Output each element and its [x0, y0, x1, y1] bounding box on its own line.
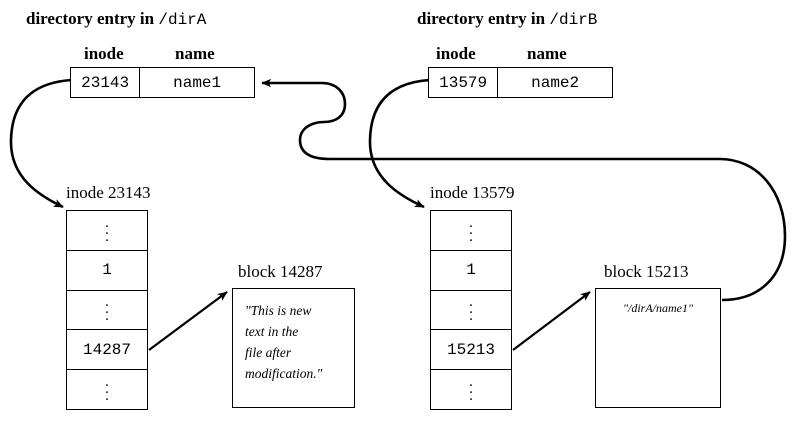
column-header-inode-left: inode [84, 44, 124, 63]
column-header-name-right: name [527, 44, 567, 63]
inode-table-23143: ... 1 ... 14287 ... [66, 210, 148, 410]
column-header-inode-right: inode [436, 44, 476, 63]
column-header-name-left: name [175, 44, 215, 63]
block-14287-label: block 14287 [238, 262, 323, 281]
dir-entry-dirB-inode: 13579 [429, 68, 499, 97]
arrow-dirA-to-inode23143 [9, 78, 73, 209]
vertical-ellipsis-icon: ... [469, 214, 473, 245]
vertical-ellipsis-icon: ... [469, 294, 473, 325]
inode-13579-row-0: ... [431, 211, 511, 251]
dir-entry-dirB: 13579 name2 [428, 67, 613, 98]
data-block-15213: "/dirA/name1" [595, 288, 721, 408]
inode-table-13579: ... 1 ... 15213 ... [430, 210, 512, 410]
title-dirA-path: /dirA [158, 11, 207, 29]
inode-13579-row-4: ... [431, 370, 511, 409]
block-15213-line-0: "/dirA/name1" [622, 301, 694, 315]
block-14287-line-3: modification." [245, 366, 323, 381]
arrow-inode13579-to-block15213 [512, 291, 591, 351]
data-block-14287: "This is new text in the file after modi… [232, 288, 355, 408]
inode-23143-row-0: ... [67, 211, 147, 251]
block-15213-label: block 15213 [604, 262, 689, 281]
dir-entry-dirA-name: name1 [173, 73, 222, 92]
dir-entry-dirB-name: name2 [531, 73, 580, 92]
title-dirB-path: /dirB [549, 11, 598, 29]
inode-13579-label: inode 13579 [430, 183, 515, 202]
vertical-ellipsis-icon: ... [105, 294, 109, 325]
vertical-ellipsis-icon: ... [469, 374, 473, 405]
arrow-inode23143-to-block14287 [148, 291, 228, 351]
vertical-ellipsis-icon: ... [105, 214, 109, 245]
inode-23143-row-2: ... [67, 291, 147, 331]
arrow-dirB-to-inode13579 [368, 78, 431, 209]
title-dirA-prefix: directory entry in [26, 9, 159, 28]
block-14287-line-0: "This is new [245, 303, 312, 318]
inode-13579-row-1: 1 [431, 251, 511, 291]
title-dirA: directory entry in /dirA [26, 10, 206, 28]
inode-23143-row-1: 1 [67, 251, 147, 291]
inode-23143-label: inode 23143 [66, 183, 151, 202]
block-14287-line-2: file after [245, 345, 292, 360]
inode-23143-row-3: 14287 [67, 330, 147, 371]
arrow-block15213-to-dirA-entry [261, 78, 787, 302]
dir-entry-dirA-inode: 23143 [71, 68, 141, 97]
inode-13579-row-2: ... [431, 291, 511, 331]
inode-23143-row-4: ... [67, 370, 147, 409]
dir-entry-dirA: 23143 name1 [70, 67, 255, 98]
block-14287-line-1: text in the [245, 324, 299, 339]
vertical-ellipsis-icon: ... [105, 374, 109, 405]
inode-13579-row-3: 15213 [431, 330, 511, 371]
title-dirB: directory entry in /dirB [417, 10, 597, 28]
title-dirB-prefix: directory entry in [417, 9, 550, 28]
